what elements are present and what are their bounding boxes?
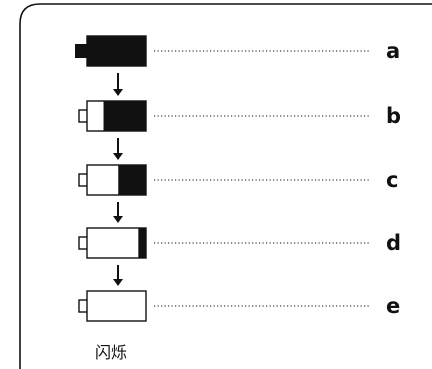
down-arrow-head-1 <box>113 89 123 96</box>
battery-body-d <box>86 227 147 259</box>
battery-body-e <box>86 290 147 322</box>
down-arrow-head-4 <box>113 279 123 286</box>
battery-charge-c <box>118 165 146 195</box>
battery-charge-a <box>87 36 146 66</box>
battery-charge-b <box>103 101 146 131</box>
state-label-e: e <box>386 294 400 318</box>
state-label-a: a <box>386 39 400 63</box>
state-label-b: b <box>386 104 401 128</box>
battery-terminal-a <box>75 44 88 58</box>
down-arrow-head-2 <box>113 153 123 160</box>
battery-charge-d <box>138 228 146 258</box>
diagram-frame <box>19 3 432 369</box>
blink-label: 闪烁 <box>94 343 127 362</box>
state-label-d: d <box>386 231 401 255</box>
down-arrow-head-3 <box>113 216 123 223</box>
state-label-c: c <box>386 168 398 192</box>
